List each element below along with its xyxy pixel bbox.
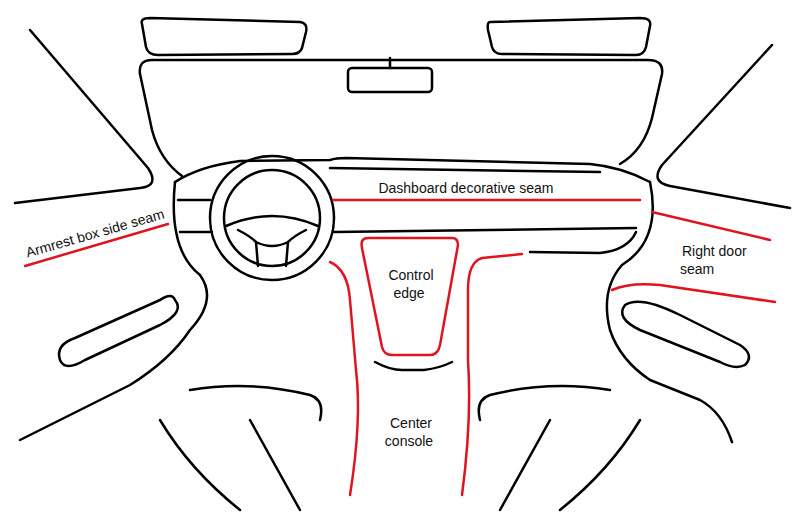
label-text: Right door seam [680, 243, 747, 277]
dashboard-line [178, 199, 210, 202]
windshield-left-edge [140, 74, 182, 176]
dashboard-top-inner [330, 168, 600, 172]
dashboard-right-lower [530, 232, 636, 253]
windshield [140, 60, 662, 164]
right-sun-visor [488, 18, 651, 55]
console-left-light [330, 262, 358, 495]
left-seat [160, 386, 321, 510]
right-door-seam-light [652, 212, 770, 240]
left-sun-visor [142, 18, 307, 55]
console-bottom [375, 362, 452, 370]
left-window [15, 30, 153, 203]
dashboard-right-side [607, 182, 732, 442]
dashboard-seam-light [333, 199, 640, 202]
part-label: Control edge [380, 266, 440, 302]
rear-view-mirror [348, 68, 432, 92]
right-seat [479, 386, 640, 510]
dashboard-lower-line [180, 228, 636, 232]
right-door-handle [622, 302, 749, 367]
steering-wheel-hub [226, 216, 318, 266]
label-text: Dashboard decorative seam [376, 180, 555, 196]
left-door-handle [59, 296, 178, 366]
label-text: Armrest box side seam [22, 205, 168, 261]
control-edge-light [362, 238, 458, 355]
right-window [658, 45, 791, 208]
console-right-light [462, 254, 522, 495]
steering-wheel-rim [210, 156, 334, 280]
dashboard-left-side [20, 182, 207, 440]
part-label: Right door seam [680, 242, 762, 278]
steering-wheel-inner [224, 170, 320, 266]
part-label: Center console [375, 414, 445, 450]
label-text: Center console [385, 415, 435, 449]
part-label: Armrest box side seam [16, 202, 175, 263]
right-door-lower-light [612, 284, 775, 302]
part-label: Dashboard decorative seam [336, 179, 596, 197]
label-text: Control edge [386, 267, 433, 301]
